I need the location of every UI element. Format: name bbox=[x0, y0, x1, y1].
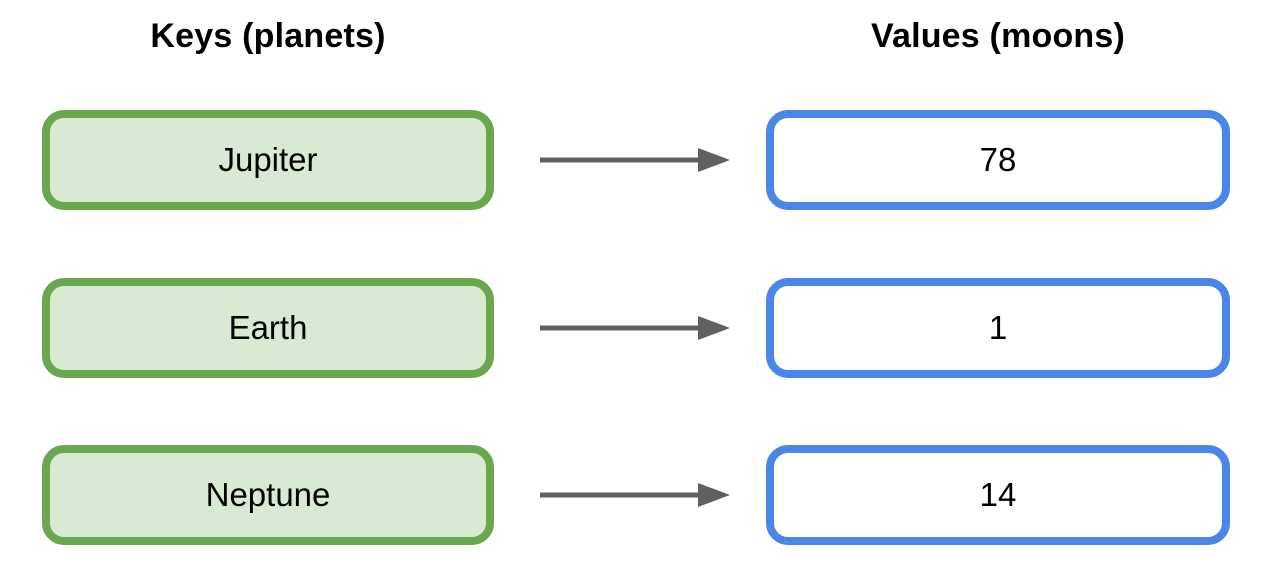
key-label: Earth bbox=[228, 309, 308, 346]
key-box-jupiter: Jupiter bbox=[42, 110, 494, 210]
arrow-head bbox=[698, 148, 730, 172]
arrow-right-icon bbox=[540, 316, 730, 340]
arrow-head bbox=[698, 316, 730, 340]
value-box-jupiter: 78 bbox=[766, 110, 1230, 210]
key-label: Neptune bbox=[205, 476, 331, 513]
value-label: 78 bbox=[979, 141, 1017, 178]
arrow-right-icon bbox=[540, 148, 730, 172]
value-box-earth: 1 bbox=[766, 278, 1230, 378]
arrow-head bbox=[698, 483, 730, 507]
values-column-header: Values (moons) bbox=[870, 17, 1126, 55]
key-box-neptune: Neptune bbox=[42, 445, 494, 545]
value-box-neptune: 14 bbox=[766, 445, 1230, 545]
arrow-right-icon bbox=[540, 483, 730, 507]
key-box-earth: Earth bbox=[42, 278, 494, 378]
value-label: 1 bbox=[988, 309, 1008, 346]
keys-column-header: Keys (planets) bbox=[150, 17, 386, 55]
value-label: 14 bbox=[979, 476, 1017, 513]
key-label: Jupiter bbox=[218, 141, 318, 178]
